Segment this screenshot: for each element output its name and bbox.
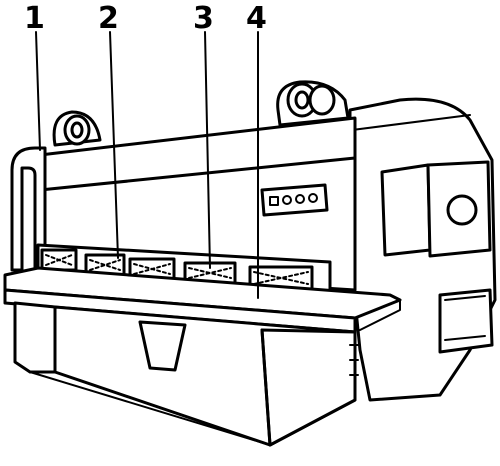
side-panel <box>380 160 492 258</box>
panel-button-icon <box>282 195 292 205</box>
machine-base <box>13 301 359 447</box>
work-table <box>3 266 402 334</box>
panel-button-icon <box>295 194 305 204</box>
callout-2: 2 <box>98 1 119 36</box>
callout-1: 1 <box>24 1 45 36</box>
door-knob <box>446 194 478 226</box>
cylinder-right <box>276 80 350 127</box>
cylinder-left <box>52 110 102 147</box>
left-post <box>10 146 47 272</box>
panel-button-icon <box>308 193 318 203</box>
control-panel <box>260 183 329 217</box>
panel-button-icon <box>269 196 279 206</box>
right-bracket <box>438 288 494 354</box>
callout-4: 4 <box>246 1 267 36</box>
callout-3: 3 <box>193 1 214 36</box>
callout-leaders <box>35 31 259 299</box>
